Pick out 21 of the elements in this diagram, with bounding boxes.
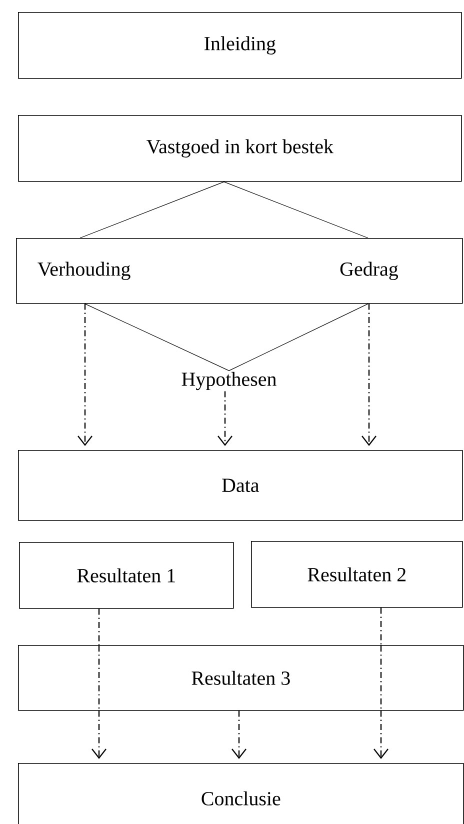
- connector-line: [228, 304, 368, 371]
- arrow: [362, 304, 376, 446]
- arrow: [92, 710, 106, 759]
- process-box: Resultaten 3: [18, 645, 464, 711]
- connector-line: [380, 608, 382, 645]
- arrow: [374, 710, 388, 759]
- arrow: [78, 304, 92, 446]
- text-label: Hypothesen: [182, 372, 276, 390]
- connector-line: [98, 608, 100, 645]
- arrow: [218, 391, 232, 446]
- process-box: Resultaten 1: [19, 542, 234, 609]
- process-box: Conclusie: [18, 763, 464, 824]
- connector-line: [84, 304, 230, 371]
- process-box: Resultaten 2: [251, 541, 463, 608]
- process-box: Data: [18, 450, 463, 521]
- arrow: [232, 710, 246, 759]
- process-box: Vastgoed in kort bestek: [18, 115, 462, 182]
- process-box: Inleiding: [18, 12, 462, 79]
- connector-line: [80, 182, 224, 238]
- process-box: Verhouding Gedrag: [16, 238, 463, 304]
- connector-line: [224, 182, 368, 238]
